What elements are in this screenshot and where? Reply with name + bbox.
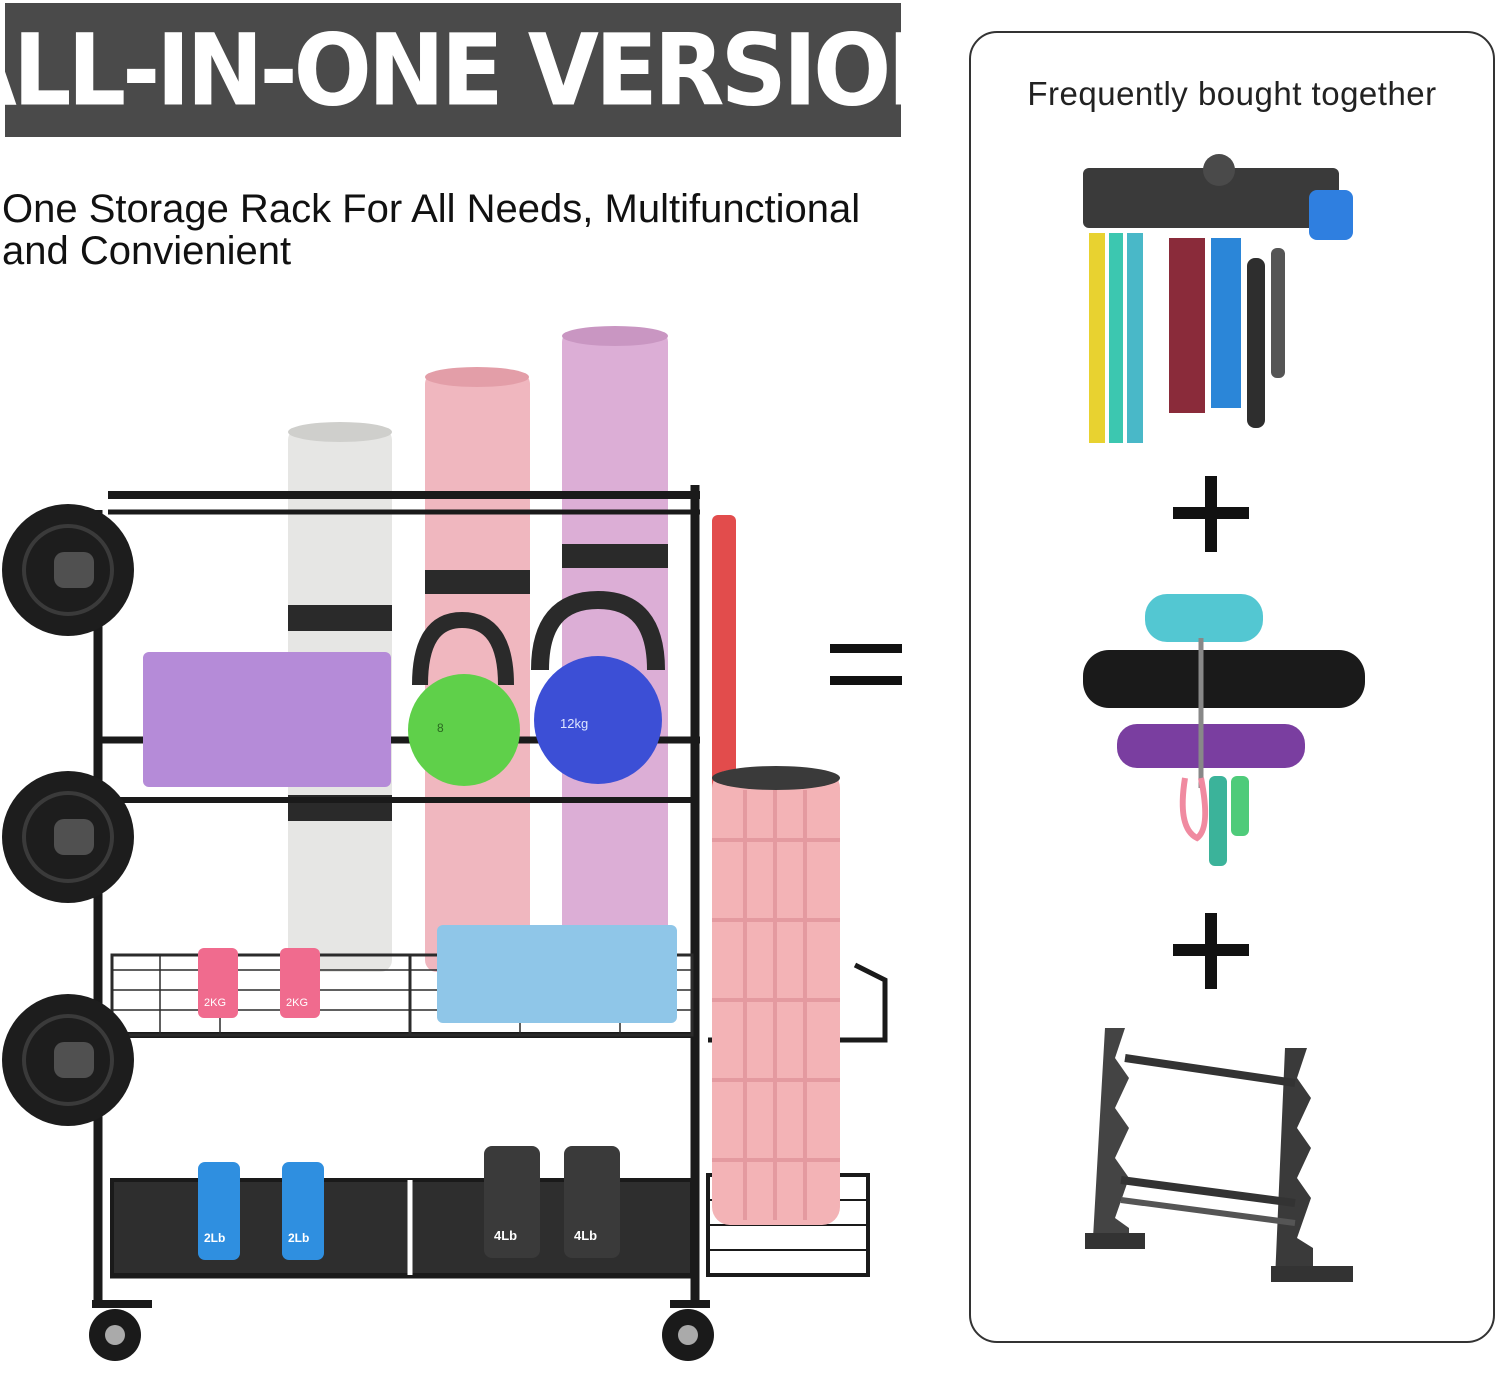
- equals-sign: [830, 640, 902, 690]
- dumbbell-pink-2: 2KG: [280, 948, 320, 1018]
- frequently-bought-together-panel: Frequently bought together: [969, 31, 1495, 1343]
- yoga-mat-pink: [425, 367, 530, 972]
- yoga-mat-lavender: [562, 326, 668, 972]
- dumbbell-black-2-label: 4Lb: [574, 1228, 597, 1243]
- ab-wheel-top: [2, 504, 134, 636]
- banner-title: ALL-IN-ONE VERSION: [0, 12, 964, 128]
- dumbbell-black-1: 4Lb: [484, 1146, 540, 1258]
- kettlebell-blue-label: 12kg: [560, 716, 588, 731]
- ab-wheel-bottom: [2, 994, 134, 1126]
- dumbbell-black-1-label: 4Lb: [494, 1228, 517, 1243]
- dumbbell-blue-1: 2Lb: [198, 1162, 240, 1260]
- product-wall-hanger: [1083, 154, 1353, 443]
- dumbbell-pink-2-label: 2KG: [286, 997, 308, 1009]
- kettlebell-green-label: 8: [437, 721, 444, 735]
- plus-icon-2: [1173, 913, 1249, 989]
- plus-icon-1: [1173, 476, 1249, 552]
- foam-roller-pink: [712, 766, 840, 1225]
- panel-title: Frequently bought together: [1027, 75, 1437, 112]
- subtitle: One Storage Rack For All Needs, Multifun…: [2, 187, 861, 273]
- dumbbell-blue-2: 2Lb: [282, 1162, 324, 1260]
- caster-wheels: [89, 1300, 714, 1361]
- title-banner: ALL-IN-ONE VERSION: [0, 3, 964, 137]
- dumbbell-pink-1: 2KG: [198, 948, 238, 1018]
- kettlebell-blue: 12kg: [531, 590, 665, 784]
- yoga-block-purple: [143, 652, 391, 787]
- ab-wheel-middle: [2, 771, 134, 903]
- product-foam-roller-rack: [1083, 594, 1365, 866]
- dumbbell-blue-1-label: 2Lb: [204, 1231, 225, 1245]
- kettlebell-green: 8: [408, 611, 520, 786]
- yoga-block-blue: [437, 925, 677, 1023]
- product-dumbbell-rack: [1085, 1028, 1353, 1282]
- dumbbell-blue-2-label: 2Lb: [288, 1231, 309, 1245]
- dumbbell-black-2: 4Lb: [564, 1146, 620, 1258]
- dumbbell-pink-1-label: 2KG: [204, 997, 226, 1009]
- storage-rack-illustration: 8 12kg 2KG 2KG 2Lb 2Lb 4Lb 4Lb: [2, 326, 888, 1361]
